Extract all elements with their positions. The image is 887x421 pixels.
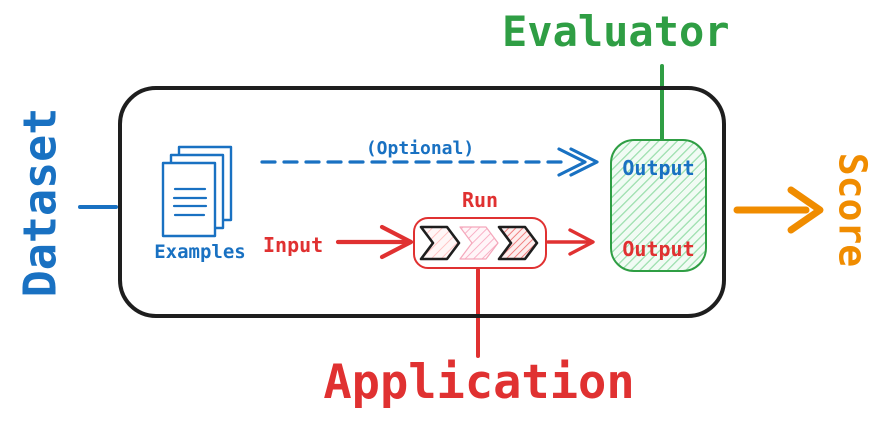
evaluator-connector-line xyxy=(660,64,664,141)
document-stack-icon xyxy=(161,145,233,238)
evaluator-output-box xyxy=(610,139,707,272)
application-title: Application xyxy=(323,355,635,410)
input-label: Input xyxy=(263,233,324,257)
score-arrow xyxy=(733,186,824,234)
dataset-connector-line xyxy=(78,205,118,209)
optional-dashed-arrow xyxy=(260,147,599,177)
score-title: Score xyxy=(830,152,875,268)
app-output-label: Output xyxy=(622,237,695,261)
run-chevrons-icon xyxy=(419,225,539,261)
reference-output-label: Output xyxy=(622,156,695,180)
run-output-arrow xyxy=(546,228,595,256)
application-connector-line xyxy=(476,268,480,358)
run-label: Run xyxy=(461,188,499,212)
input-arrow xyxy=(335,224,414,260)
evaluator-title: Evaluator xyxy=(502,7,730,56)
experiment-container-box xyxy=(118,86,726,318)
examples-label: Examples xyxy=(154,241,246,263)
dataset-title: Dataset xyxy=(13,107,67,298)
optional-label: (Optional) xyxy=(365,138,475,159)
